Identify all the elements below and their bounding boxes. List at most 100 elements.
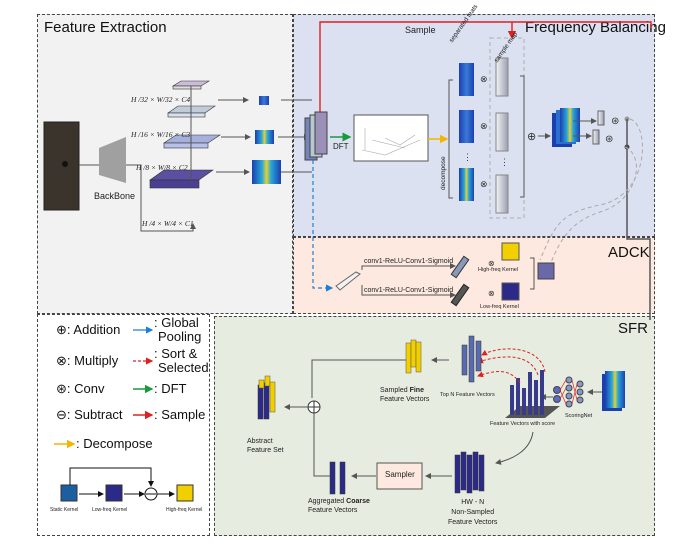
aggregated-label: Aggregated Coarse Feature Vectors xyxy=(308,497,370,515)
sample-arrow xyxy=(319,21,652,112)
dynamic-kernel xyxy=(537,262,555,280)
non-sampled-line-1: Non-Sampled xyxy=(451,509,495,516)
legend-conv: ⊛: Conv xyxy=(56,381,104,397)
svg-text:⋮: ⋮ xyxy=(500,157,509,167)
multiply-icon: ⊗ xyxy=(56,353,67,368)
heatmap-medium xyxy=(255,130,274,144)
legend-sample: : Sample xyxy=(154,407,205,422)
svg-text:⊕: ⊕ xyxy=(527,131,536,143)
sampled-fine-vectors xyxy=(405,339,422,374)
hw-n-label: HW - N xyxy=(461,499,485,506)
abstract-label: Abstract Feature Set xyxy=(247,437,284,455)
legend-addition: ⊕: Addition xyxy=(56,322,120,338)
legend-subtract-label: : Subtract xyxy=(66,407,123,422)
high-freq-kernel-adck xyxy=(501,242,520,261)
sampler-label: Sampler xyxy=(385,470,415,479)
sampled-fine-suffix: Feature Vectors xyxy=(380,396,430,403)
svg-text:⊛: ⊛ xyxy=(605,134,613,145)
attention-vector-top xyxy=(450,255,470,279)
global-pooling-arrow xyxy=(312,160,334,292)
legend-sort-2: Selected xyxy=(158,360,209,375)
low-freq-kernel-legend xyxy=(105,484,123,502)
legend-dft-label: : DFT xyxy=(154,381,187,396)
legend-decompose-label: : Decompose xyxy=(76,436,153,451)
non-sampled-line-2: Feature Vectors xyxy=(448,519,498,526)
non-sampled-vectors xyxy=(454,451,485,494)
legend-subtract: ⊖: Subtract xyxy=(56,407,123,423)
branch-bottom-label: conv1-ReLU-Conv1-Sigmoid xyxy=(364,287,454,294)
frequency-balancing-title: Frequency Balancing xyxy=(525,19,666,36)
legend-multiply: ⊗: Multiply xyxy=(56,353,118,369)
scoring-net-label: ScoringNet xyxy=(565,413,593,419)
addition-icon: ⊕ xyxy=(56,322,67,337)
decompose-label: decompose xyxy=(440,156,447,190)
heatmap-large xyxy=(252,160,281,184)
low-freq-kernel-label: Low-freq Kernel xyxy=(480,304,519,310)
top-n-label: Top N Feature Vectors xyxy=(440,392,495,398)
backbone-block xyxy=(99,137,126,183)
non-sampled-label: HW - N Non-Sampled Feature Vectors xyxy=(448,498,497,528)
sampled-fine-label: Sampled Fine Feature Vectors xyxy=(380,386,429,404)
level-label-1: H /32 × W/32 × C4 xyxy=(131,95,191,104)
feature-extraction-title: Feature Extraction xyxy=(44,19,167,36)
svg-text:⊗: ⊗ xyxy=(488,289,495,298)
combined-feature-map xyxy=(552,108,580,147)
scoring-net xyxy=(553,376,584,408)
sampler-box xyxy=(376,462,423,490)
sampled-fine-prefix: Sampled xyxy=(380,387,410,394)
conv-icon: ⊛ xyxy=(56,381,67,396)
dft-label: DFT xyxy=(333,142,349,151)
sfr-title: SFR xyxy=(618,320,648,337)
svg-text:⊗: ⊗ xyxy=(480,121,488,131)
legend-sample-label: : Sample xyxy=(154,407,206,422)
legend-sort-1: : Sort & xyxy=(154,346,198,361)
legend-multiply-label: : Multiply xyxy=(66,353,119,368)
svg-text:⋮: ⋮ xyxy=(463,152,472,162)
high-freq-kernel-legend-label: High-freq Kernel xyxy=(166,507,203,513)
heatmap-small xyxy=(259,96,269,105)
sampled-fine-bold: Fine xyxy=(409,387,424,394)
svg-text:⊗: ⊗ xyxy=(480,74,488,84)
legend-decompose: : Decompose xyxy=(76,436,153,451)
top-n-feature-vectors xyxy=(461,335,482,383)
feature-vectors-with-score xyxy=(505,370,560,418)
legend-dft: : DFT xyxy=(154,381,187,396)
sample-label: Sample xyxy=(405,25,436,35)
aggregated-prefix: Aggregated xyxy=(308,498,347,505)
low-freq-kernel-adck xyxy=(501,282,520,301)
high-freq-kernel-label: High-freq Kernel xyxy=(478,267,519,273)
level-label-3: H /8 × W/8 × C2 xyxy=(136,163,188,172)
legend-addition-label: : Addition xyxy=(66,322,121,337)
abstract-feature-set xyxy=(257,375,276,420)
legend-global-pooling-2: Pooling xyxy=(158,329,202,344)
abstract-line-1: Abstract xyxy=(247,438,273,445)
feature-stack xyxy=(304,111,328,161)
dft-spectrum-plot xyxy=(353,114,429,162)
static-kernel-label: Static Kernel xyxy=(50,507,79,513)
scoring-heatmap xyxy=(602,371,625,411)
adck-title: ADCK xyxy=(608,244,650,261)
separated-feats xyxy=(459,63,474,201)
svg-text:⊗: ⊗ xyxy=(488,259,495,268)
sample-map xyxy=(495,57,509,214)
svg-text:⊗: ⊗ xyxy=(480,179,488,189)
low-freq-kernel-legend-label: Low-freq Kernel xyxy=(92,507,128,513)
branch-top-label: conv1-ReLU-Conv1-Sigmoid xyxy=(364,258,454,265)
sfr-panel xyxy=(214,316,655,536)
attention-vector-bottom xyxy=(450,283,470,307)
static-kernel xyxy=(60,484,78,502)
high-freq-kernel-legend xyxy=(176,484,194,502)
legend-sort-selected: : Sort &Selected xyxy=(154,347,209,375)
legend-global-pooling-1: : Global xyxy=(154,315,199,330)
subtract-icon: ⊖ xyxy=(56,407,67,422)
feature-pyramid xyxy=(149,80,221,189)
abstract-line-2: Feature Set xyxy=(247,447,284,454)
aggregated-bold: Coarse xyxy=(346,498,370,505)
pooled-vector xyxy=(335,271,361,291)
level-label-4: H /4 × W/4 × C1 xyxy=(142,219,194,228)
legend-conv-label: : Conv xyxy=(66,381,105,396)
backbone-label: BackBone xyxy=(94,191,136,201)
level-label-2: H /16 × W/16 × C3 xyxy=(131,130,191,139)
input-image xyxy=(43,121,80,211)
